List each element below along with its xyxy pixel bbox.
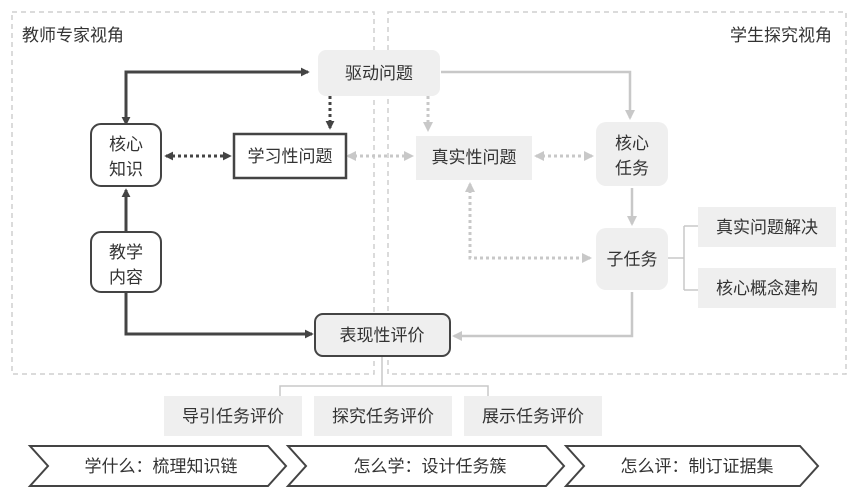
- node-performance-evaluation: 表现性评价: [314, 313, 451, 357]
- svg-text:核心: 核心: [109, 135, 143, 155]
- node-core-knowledge: 核心 知识: [90, 123, 162, 187]
- svg-text:核心概念建构: 核心概念建构: [716, 278, 818, 299]
- step-how-to-evaluate: 怎么评：制订证据集: [563, 445, 820, 487]
- node-show-evaluation: 展示任务评价: [464, 396, 602, 436]
- svg-text:学习性问题: 学习性问题: [248, 147, 333, 167]
- svg-text:子任务: 子任务: [607, 250, 658, 270]
- node-guide-evaluation: 导引任务评价: [164, 396, 302, 436]
- node-explore-evaluation: 探究任务评价: [314, 396, 452, 436]
- svg-text:探究任务评价: 探究任务评价: [332, 407, 434, 427]
- svg-text:知识: 知识: [109, 160, 143, 180]
- arrow-driving-to-coretask: [441, 70, 635, 120]
- arrow-subtask-to-performance: [452, 292, 634, 341]
- svg-text:内容: 内容: [109, 268, 143, 288]
- node-authentic-question: 真实性问题: [416, 136, 532, 180]
- performance-bracket: [279, 356, 489, 398]
- svg-text:驱动问题: 驱动问题: [345, 64, 413, 84]
- svg-text:导引任务评价: 导引任务评价: [182, 407, 284, 427]
- node-core-task: 核心 任务: [596, 122, 668, 186]
- teacher-region-frame: [11, 11, 375, 375]
- arrow-authentic-subtask: [465, 182, 592, 263]
- arrow-content-to-performance: [124, 292, 314, 339]
- student-region-frame: [387, 11, 847, 375]
- svg-text:怎么学：设计任务簇: 怎么学：设计任务簇: [354, 457, 507, 477]
- svg-text:表现性评价: 表现性评价: [340, 326, 425, 346]
- node-driving-question: 驱动问题: [318, 50, 440, 96]
- svg-text:展示任务评价: 展示任务评价: [482, 407, 584, 427]
- node-learning-question: 学习性问题: [232, 132, 348, 180]
- node-core-concept: 核心概念建构: [698, 268, 836, 308]
- svg-text:教学: 教学: [109, 243, 143, 263]
- svg-text:任务: 任务: [615, 159, 649, 179]
- node-teaching-content: 教学 内容: [90, 231, 162, 293]
- node-real-problem: 真实问题解决: [698, 207, 836, 247]
- svg-text:真实问题解决: 真实问题解决: [716, 218, 818, 238]
- step-what-to-learn: 学什么：梳理知识链: [27, 445, 288, 487]
- node-subtask: 子任务: [596, 228, 668, 290]
- step-how-to-learn: 怎么学：设计任务簇: [285, 445, 566, 487]
- student-region-title: 学生探究视角: [730, 26, 832, 46]
- subtask-bracket: [668, 225, 698, 291]
- svg-text:真实性问题: 真实性问题: [432, 148, 517, 168]
- svg-text:学什么：梳理知识链: 学什么：梳理知识链: [85, 457, 238, 477]
- svg-text:核心: 核心: [615, 134, 649, 154]
- svg-text:怎么评：制订证据集: 怎么评：制订证据集: [621, 457, 774, 477]
- arrow-knowledge-to-driving: [121, 67, 310, 126]
- teacher-region-title: 教师专家视角: [22, 26, 124, 46]
